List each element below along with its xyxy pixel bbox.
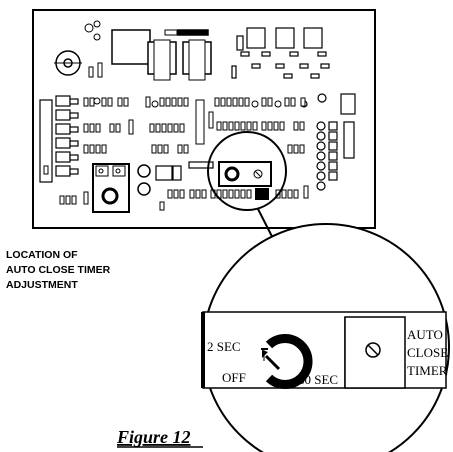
circuit-board (32, 9, 376, 229)
ic-row-3 (83, 144, 305, 154)
transformer-block (111, 29, 151, 65)
label-timer: TIMER (407, 363, 448, 378)
capacitor-group (231, 27, 330, 79)
label-auto: AUTO (407, 327, 443, 342)
screw-slot-icon (365, 342, 381, 358)
magnifier-circle-small (207, 131, 287, 211)
location-label-line3: ADJUSTMENT (6, 279, 78, 291)
board-timer-pot (218, 161, 272, 187)
ic-row-1 (83, 96, 306, 145)
label-off: OFF (222, 370, 246, 385)
magnified-view: 2 SEC OFF 60 SEC AUTO CLOSE TIMER (201, 223, 450, 452)
right-terminal-strip (300, 93, 356, 191)
relay-pair (147, 29, 212, 81)
location-label-line1: LOCATION OF (6, 249, 78, 261)
left-terminal-strip (39, 95, 79, 183)
label-2-sec: 2 SEC (207, 339, 241, 354)
ic-row-4 (43, 165, 309, 211)
location-label-line2: AUTO CLOSE TIMER (6, 264, 111, 276)
board-pot-left (92, 163, 130, 213)
label-60-sec: 60 SEC (298, 372, 338, 387)
dial-arrow-icon (261, 334, 313, 389)
panel-left-edge (201, 312, 205, 388)
label-close: CLOSE (407, 345, 448, 360)
mount-hole-icon (54, 50, 82, 76)
figure-caption: Figure 12 (116, 427, 191, 447)
ic-row-2 (83, 111, 305, 135)
